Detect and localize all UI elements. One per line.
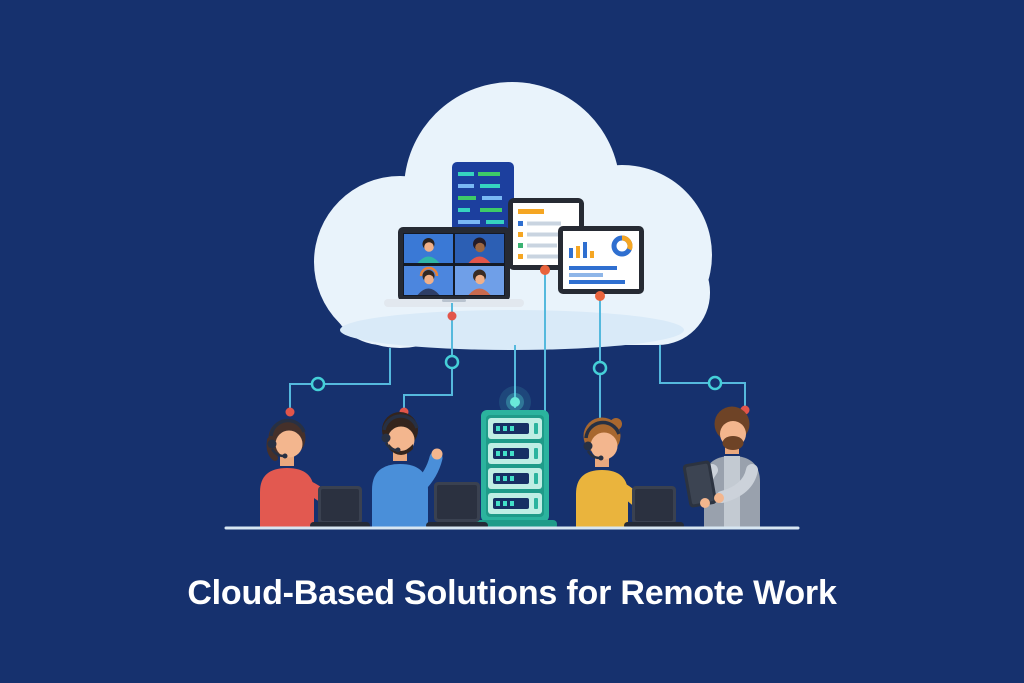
node-ring bbox=[310, 376, 326, 392]
node-dot-red bbox=[447, 311, 457, 321]
laptop-icon bbox=[624, 486, 684, 529]
node-ring bbox=[444, 354, 460, 370]
headset-icon bbox=[584, 420, 621, 439]
laptop-icon bbox=[310, 486, 370, 529]
node-ring bbox=[707, 375, 723, 391]
worker-man-tablet bbox=[682, 406, 760, 528]
video-call-laptop-icon bbox=[384, 227, 524, 307]
headset-icon bbox=[382, 414, 419, 431]
connector-laptop bbox=[403, 303, 453, 412]
server-rack-icon bbox=[473, 410, 557, 529]
worker-woman-yellow bbox=[576, 417, 684, 529]
headset-icon bbox=[269, 418, 306, 437]
connector-lines bbox=[289, 270, 746, 418]
node-dot-red bbox=[285, 407, 295, 417]
tablet-icon bbox=[682, 460, 717, 508]
worker-woman-red bbox=[260, 418, 370, 529]
worker-man-blue bbox=[372, 412, 488, 529]
node-dot-orange bbox=[595, 291, 605, 301]
connector-left bbox=[289, 348, 391, 410]
page-title: Cloud-Based Solutions for Remote Work bbox=[187, 574, 837, 612]
laptop-icon bbox=[426, 482, 488, 529]
node-dot-orange bbox=[540, 265, 550, 275]
node-ring bbox=[592, 360, 608, 376]
analytics-screen-icon bbox=[558, 226, 644, 294]
cloud-shade bbox=[340, 310, 684, 350]
connector-right bbox=[659, 345, 746, 408]
